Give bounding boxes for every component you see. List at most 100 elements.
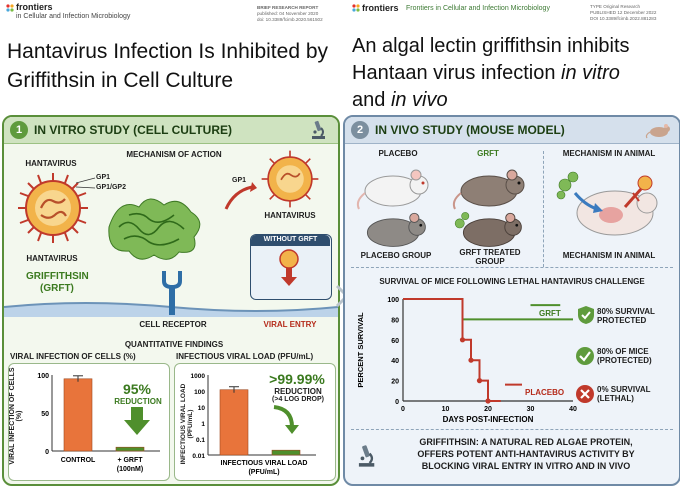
gp1-label: GP1 (96, 174, 111, 181)
grft-brown-mouse-icon (452, 169, 525, 210)
right-paper-title: An algal lectin griffithsin inhibits Han… (352, 33, 677, 114)
without-grft-label: WITHOUT GRFT (263, 236, 318, 243)
left-logo-journal: in Cellular and Infection Microbiology (16, 13, 131, 20)
hantavirus-label-top: HANTAVIRUS (25, 159, 77, 168)
left-logo-brand: frontiers (16, 2, 53, 12)
hantavirus-particle-icon (18, 173, 88, 243)
hantavirus-label-right: HANTAVIRUS (264, 211, 316, 220)
viral-entry-virus-icon (279, 249, 299, 286)
hantavirus-particle-right-icon (261, 150, 319, 208)
in-vivo-title: IN VIVO STUDY (MOUSE MODEL) (375, 123, 565, 137)
in-vivo-panel: 2 IN VIVO STUDY (MOUSE MODEL) PLACEBO GR… (343, 115, 680, 486)
chart-b-reduction-note: (>4 LOG DROP) (272, 396, 324, 403)
left-article-meta: BRIEF RESEARCH REPORT published: 04 Nove… (257, 5, 337, 23)
right-meta-line: PUBLISHED 12 December 2022 (590, 10, 657, 15)
in-vitro-panel: 1 IN VITRO STUDY (CELL CULTURE) MECHANIS… (2, 115, 340, 486)
chart-a-reduction-word: REDUCTION (114, 397, 162, 406)
x-circle-icon (576, 385, 594, 403)
survival-x-tick-label: 40 (569, 406, 577, 413)
chart-b-box (174, 363, 336, 481)
conclusion-divider (351, 429, 673, 430)
chart-a-down-arrow (124, 407, 150, 435)
survival-y-tick-label: 20 (391, 379, 399, 386)
survival-y-tick-label: 40 (391, 358, 399, 365)
right-journal-logo: frontiers Frontiers in Cellular and Infe… (352, 4, 572, 18)
chart-b-y-tick-label: 1 (201, 421, 205, 428)
survival-point-placebo (476, 378, 483, 384)
mechanism-divider (543, 151, 544, 267)
griffithsin-label: GRIFFITHSIN (26, 271, 89, 282)
survival-y-tick-label: 0 (395, 399, 399, 406)
shield-check-icon (578, 306, 594, 324)
placebo-group-mice-icon (366, 212, 426, 247)
chart-a-ylabel: VIRAL INFECTION OF CELLS (%) (9, 367, 23, 465)
chart-b-y-tick-label: 1000 (191, 373, 206, 380)
chart-a-y-tick-label: 100 (37, 373, 49, 380)
gp1-gp2-label: GP1/GP2 (96, 184, 126, 191)
step-number-badge: 2 (351, 121, 369, 139)
chart-b-reduction-pct: >99.99% (269, 371, 325, 387)
microscope-conclusion-icon (358, 445, 375, 467)
in-vitro-title: IN VITRO STUDY (CELL CULTURE) (34, 123, 232, 137)
right-article-meta: TYPE Original Research PUBLISHED 12 Dece… (590, 4, 678, 22)
viral-entry-label: VIRAL ENTRY (263, 320, 317, 329)
right-meta-line: DOI 10.3389/fcimb.2022.881283 (590, 16, 657, 21)
survival-y-tick-label: 60 (391, 338, 399, 345)
chart-a-category-label: + GRFT (117, 457, 143, 464)
survival-x-tick-label: 0 (401, 406, 405, 413)
conclusion-line-2: OFFERS POTENT ANTI-HANTAVIRUS ACTIVITY B… (417, 449, 635, 459)
survival-y-tick-label: 100 (387, 297, 399, 304)
griffithsin-protein-icon (108, 198, 201, 260)
left-journal-logo: frontiers in Cellular and Infection Micr… (6, 2, 130, 24)
right-title-line-3-italic: in vivo (390, 89, 448, 111)
chart-b-x-label: (PFU/mL) (248, 469, 279, 476)
chart-a-title: VIRAL INFECTION OF CELLS (%) (10, 352, 136, 361)
placebo-group-label: PLACEBO GROUP (360, 251, 432, 260)
survival-x-axis-label: DAYS POST-INFECTION (443, 415, 534, 423)
check-circle-icon (576, 347, 594, 365)
legend-placebo: PLACEBO (525, 388, 565, 397)
right-logo-journal: Frontiers in Cellular and Infection Micr… (406, 5, 550, 12)
survival-y-tick-label: 80 (391, 317, 399, 324)
chart-b-title: INFECTIOUS VIRAL LOAD (PFU/mL) (176, 352, 314, 361)
left-meta-line: published: 04 November 2020 (257, 11, 319, 16)
chart-a-bar (115, 446, 145, 452)
left-paper-title: Hantavirus Infection Is Inhibited by Gri… (7, 40, 329, 92)
chart-a-reduction-pct: 95% (122, 381, 152, 397)
chart-a-category-label: (100nM) (117, 466, 143, 473)
chart-b-y-tick-label: 0.1 (196, 437, 205, 444)
frontiers-logo-icon (6, 4, 14, 12)
note-80-of-mice: 80% OF MICE (597, 347, 649, 356)
chart-b-y-tick-label: 10 (198, 405, 206, 412)
binding-arrow-icon (224, 182, 257, 210)
mechanism-in-animal-illustration (556, 171, 658, 236)
chart-b-x-label: INFECTIOUS VIRAL LOAD (221, 460, 308, 467)
grft-treated-mice-icon (454, 212, 522, 247)
right-title-line-3-text: and (352, 89, 391, 111)
placebo-label: PLACEBO (378, 149, 418, 158)
right-meta-line: TYPE Original Research (590, 4, 641, 9)
conclusion-line-3: BLOCKING VIRAL ENTRY IN VITRO AND IN VIV… (421, 461, 631, 471)
chart-a-y-tick-label: 0 (45, 449, 49, 456)
in-vivo-title-bar (345, 117, 679, 144)
chart-b-bar (271, 449, 301, 456)
survival-y-axis-label: PERCENT SURVIVAL (356, 312, 365, 388)
right-title-line-1: An algal lectin griffithsin inhibits (352, 35, 630, 57)
chart-a-bar (63, 378, 93, 452)
note-80-survival: 80% SURVIVAL (597, 307, 655, 316)
placebo-white-mouse-icon (356, 169, 429, 210)
chart-b-curved-arrow (273, 405, 299, 434)
survival-point-placebo (459, 337, 466, 343)
chart-b-y-tick-label: 0.01 (192, 453, 205, 460)
quant-findings-title: QUANTITATIVE FINDINGS (124, 340, 224, 349)
legend-grft: GRFT (539, 309, 561, 318)
right-title-line-2-italic: in vitro (561, 62, 620, 84)
mechanism-title: MECHANISM OF ACTION (126, 150, 222, 159)
chart-a-y-tick-label: 50 (41, 411, 49, 418)
cell-receptor-label: CELL RECEPTOR (139, 320, 207, 329)
survival-x-tick-label: 20 (484, 406, 492, 413)
microscope-icon (312, 120, 325, 139)
